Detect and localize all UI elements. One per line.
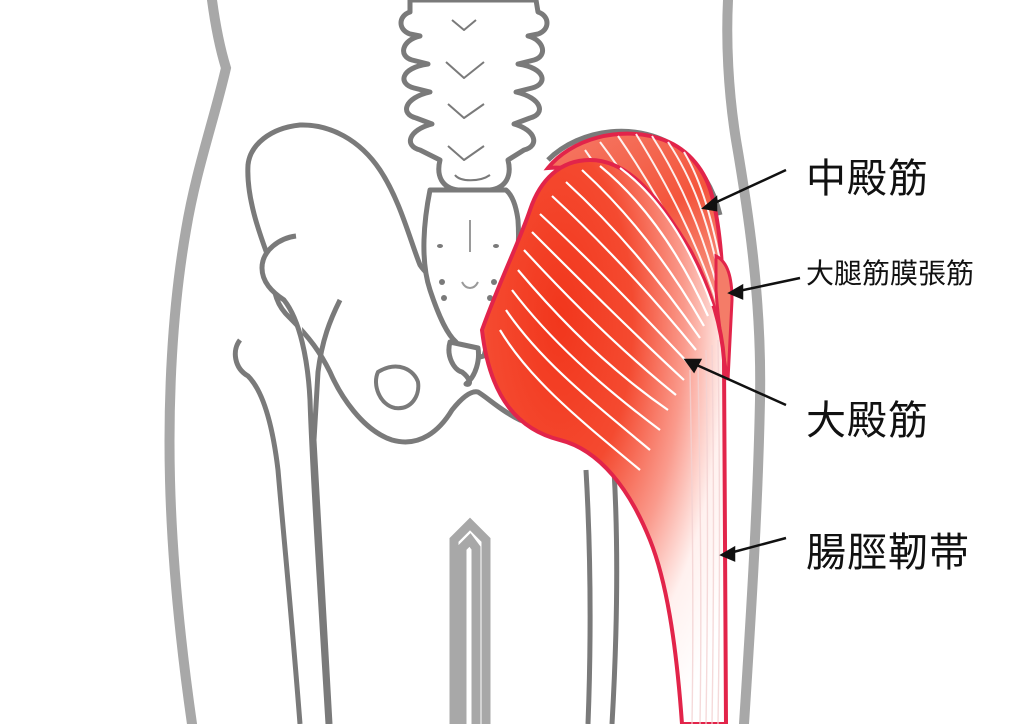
sacral-foramina — [437, 244, 499, 301]
label-gluteus-maximus: 大殿筋 — [806, 398, 929, 444]
left-femur — [232, 233, 620, 725]
lumbar-spine — [398, 0, 550, 193]
arrow-it-band-icon — [719, 545, 736, 562]
label-gluteus-medius: 中殿筋 — [806, 156, 929, 202]
label-tensor-fasciae-latae: 大腿筋膜張筋 — [806, 257, 975, 290]
crotch-line — [449, 517, 491, 724]
arrow-gluteus-maximus-icon — [683, 358, 703, 374]
gluteus-maximus-muscle — [479, 157, 729, 726]
arrow-tfl-icon — [727, 283, 744, 300]
label-pointers — [683, 168, 801, 562]
body-outline — [164, 0, 766, 728]
arrow-gluteus-medius-icon — [701, 195, 718, 212]
label-iliotibial-band: 腸脛靭帯 — [806, 530, 970, 576]
